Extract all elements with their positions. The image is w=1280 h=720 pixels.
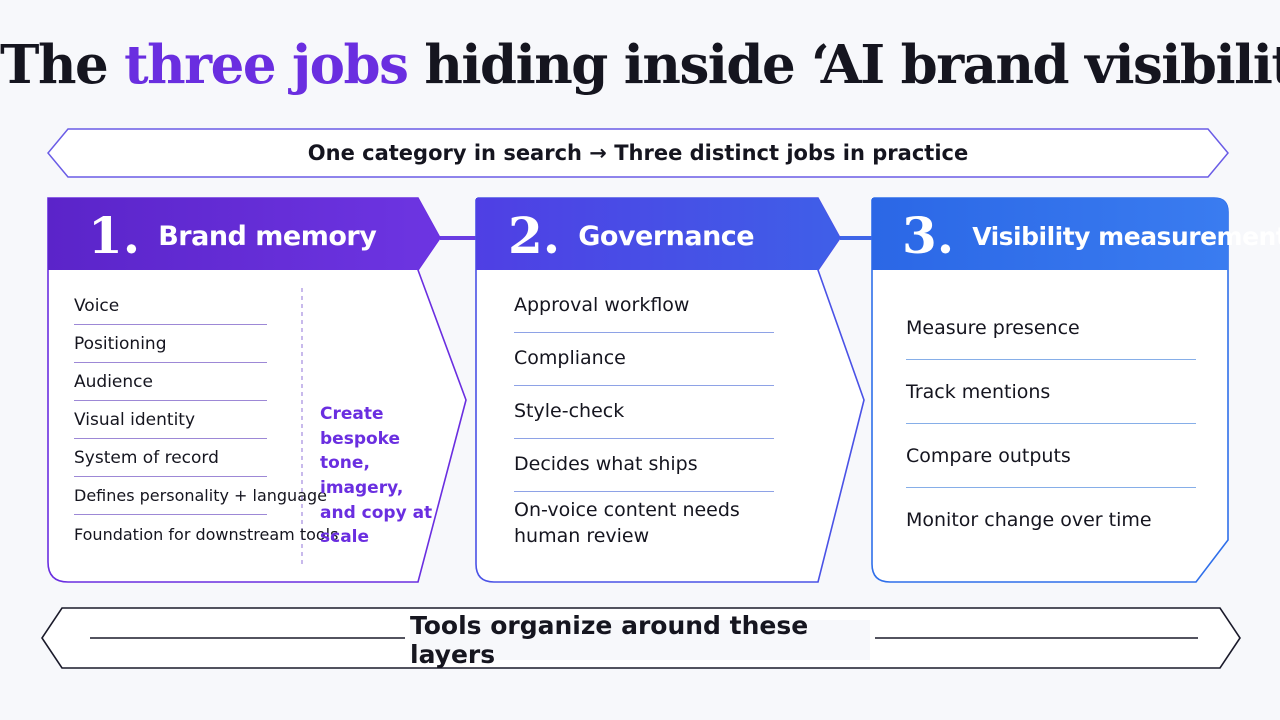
subtitle-banner <box>47 128 1229 178</box>
list-item: Measure presence <box>906 296 1196 360</box>
list-item: Compare outputs <box>906 424 1196 488</box>
visibility-list: Measure presence Track mentions Compare … <box>906 296 1196 552</box>
subtitle: One category in search → Three distinct … <box>307 141 969 165</box>
list-item: System of record <box>74 439 267 477</box>
list-item: Positioning <box>74 325 267 363</box>
governance-heading: 2. Governance <box>508 206 755 265</box>
list-item: Foundation for downstream tools <box>74 524 339 544</box>
list-item: Approval workflow <box>514 280 774 333</box>
step-number-1: 1. <box>88 206 141 265</box>
card-visibility-header <box>872 198 1228 270</box>
list-item: Style-check <box>514 386 774 439</box>
list-item: Monitor change over time <box>906 509 1152 531</box>
list-item: Decides what ships <box>514 439 774 492</box>
title-highlight: three jobs <box>124 34 409 96</box>
title-part-1: The <box>0 34 125 96</box>
governance-list: Approval workflow Compliance Style-check… <box>514 280 774 549</box>
list-item: Visual identity <box>74 401 267 439</box>
list-item: On-voice content needs human review <box>514 499 740 547</box>
list-item: Track mentions <box>906 360 1196 424</box>
list-item: Voice <box>74 287 267 325</box>
brand-memory-heading: 1. Brand memory <box>88 206 377 265</box>
list-item: Defines personality + language <box>74 477 327 515</box>
brand-memory-list: Voice Positioning Audience Visual identi… <box>74 287 339 553</box>
list-item: Audience <box>74 363 267 401</box>
brand-memory-note: Create bespoke tone, imagery, and copy a… <box>320 404 433 548</box>
visibility-title: Visibility measurement <box>972 221 1280 251</box>
step-number-3: 3. <box>902 206 955 265</box>
step-number-2: 2. <box>508 206 561 265</box>
card-brand-memory-header <box>48 198 440 270</box>
footer-caption: Tools organize around these layers <box>410 611 870 669</box>
card-governance-header <box>476 198 840 270</box>
list-item: Compliance <box>514 333 774 386</box>
brand-memory-title: Brand memory <box>158 220 377 252</box>
visibility-heading: 3. Visibility measurement <box>902 208 1280 264</box>
title-part-2: hiding inside ‘AI brand visibility’ <box>407 34 1280 96</box>
governance-title: Governance <box>578 220 755 252</box>
page-title: The three jobs hiding inside ‘AI brand v… <box>0 34 1280 96</box>
